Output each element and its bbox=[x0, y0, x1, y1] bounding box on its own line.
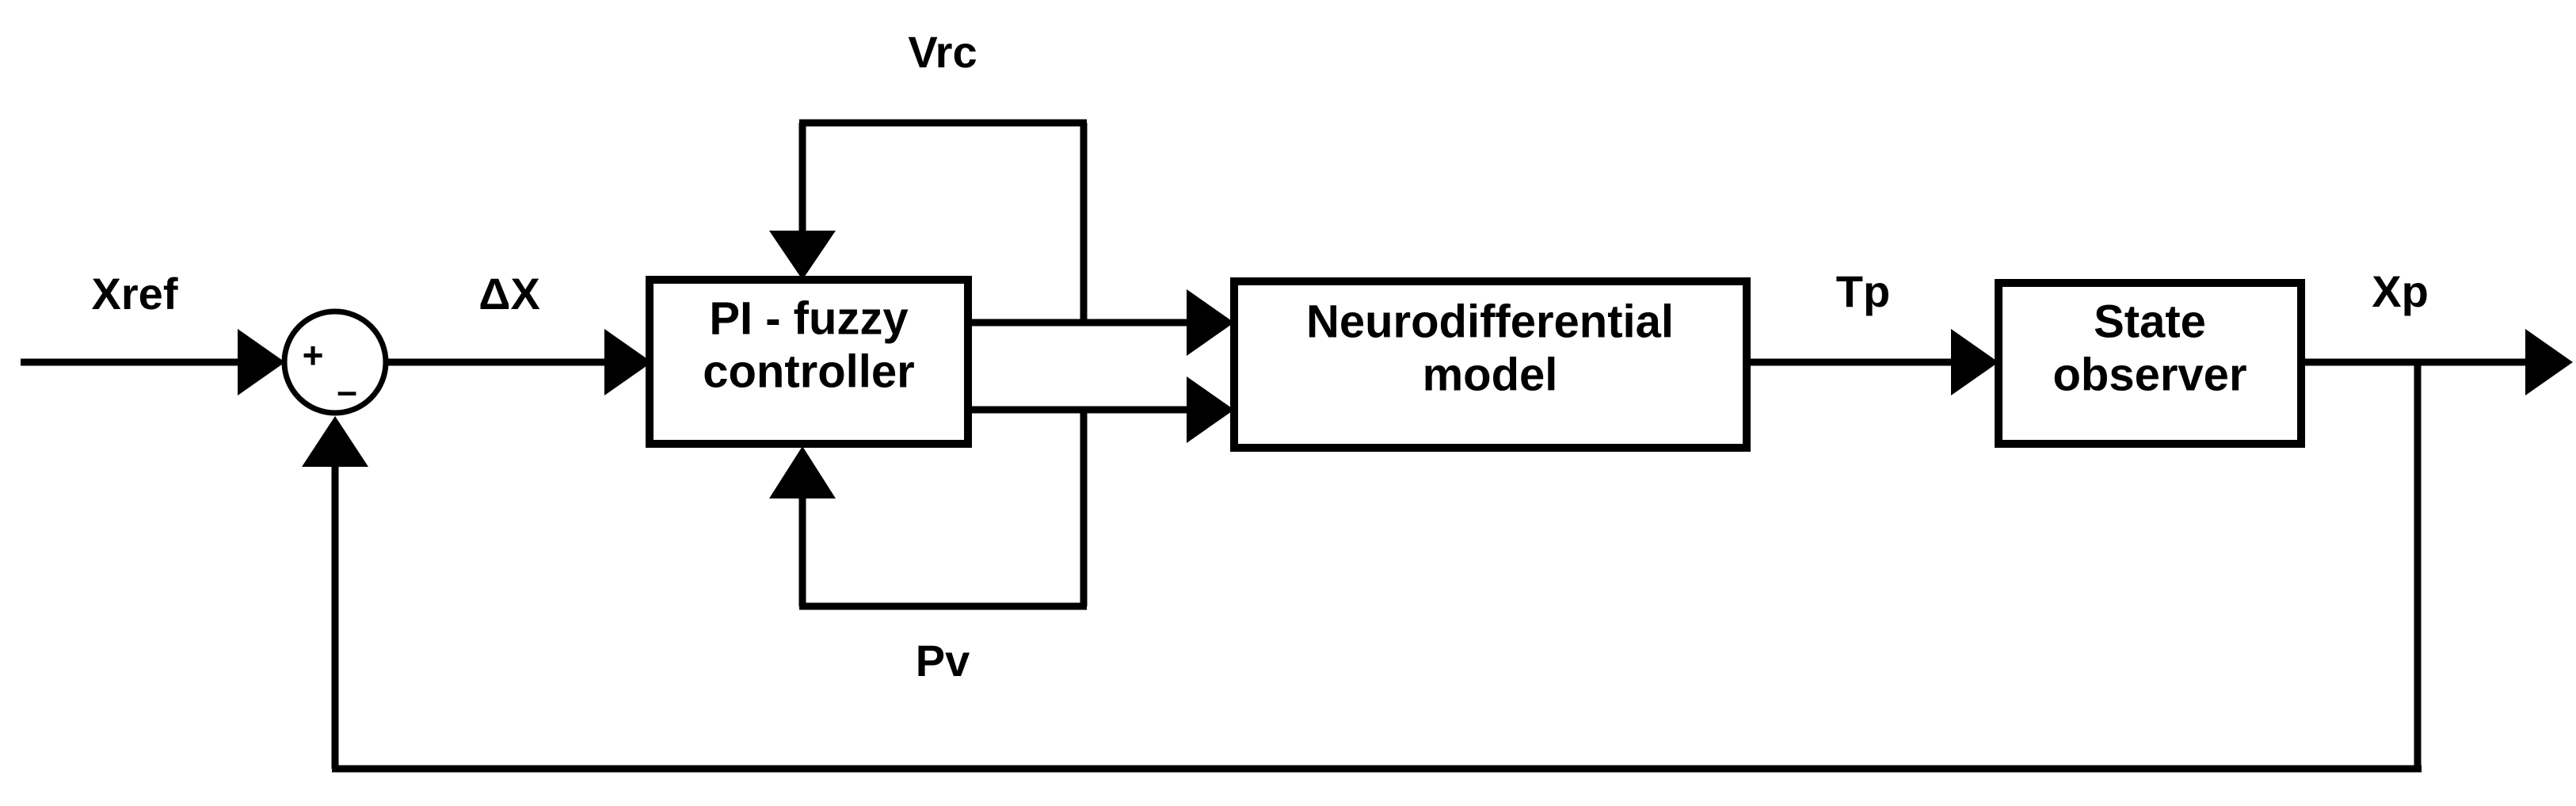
wire-pv-feedback bbox=[769, 410, 1088, 610]
arrowhead-vrc-into-controller bbox=[769, 231, 836, 280]
block-state-observer[interactable]: State observer bbox=[1995, 279, 2305, 448]
wire-controller-out-lower bbox=[968, 376, 1234, 443]
wire-vrc-feedback bbox=[769, 119, 1088, 323]
summing-junction-minus: – bbox=[337, 370, 357, 411]
wire-model-to-observer bbox=[1747, 329, 1999, 395]
arrowhead-xp-output bbox=[2525, 329, 2573, 395]
wire-observer-output bbox=[2301, 329, 2573, 395]
neurodifferential-model-label-line2: model bbox=[1423, 349, 1558, 400]
arrowhead-feedback-into-sum bbox=[302, 416, 368, 467]
pi-fuzzy-controller-label-line1: PI - fuzzy bbox=[709, 292, 908, 344]
neurodifferential-model-rect[interactable] bbox=[1230, 277, 1751, 452]
pi-fuzzy-controller-rect[interactable] bbox=[646, 276, 972, 448]
summing-junction-plus: + bbox=[303, 334, 324, 376]
wire-sum-to-controller bbox=[388, 329, 652, 395]
pi-fuzzy-controller-label-line2: controller bbox=[703, 346, 915, 397]
block-pi-fuzzy-controller[interactable]: PI - fuzzy controller bbox=[646, 276, 972, 448]
arrowhead-tp bbox=[1951, 329, 1999, 395]
block-neurodifferential-model[interactable]: Neurodifferential model bbox=[1230, 277, 1751, 452]
summing-junction[interactable]: + – bbox=[281, 308, 389, 416]
signal-label-tp: Tp bbox=[1836, 266, 1890, 316]
signal-label-pv: Pv bbox=[916, 636, 970, 686]
arrowhead-xref bbox=[238, 329, 285, 395]
neurodifferential-model-label-line1: Neurodifferential bbox=[1306, 296, 1674, 347]
wire-controller-out-upper bbox=[968, 289, 1234, 356]
state-observer-label-line1: State bbox=[2094, 296, 2206, 347]
wire-outer-feedback bbox=[302, 362, 2422, 773]
arrowhead-model-input-lower bbox=[1187, 376, 1234, 443]
signal-label-vrc: Vrc bbox=[908, 27, 977, 77]
arrowhead-model-input-upper bbox=[1187, 289, 1234, 356]
arrowhead-pv-into-controller bbox=[769, 446, 836, 498]
summing-junction-circle[interactable] bbox=[281, 308, 389, 416]
state-observer-label-line2: observer bbox=[2052, 349, 2246, 400]
wire-xref-to-sum bbox=[21, 329, 285, 395]
arrowhead-deltax bbox=[604, 329, 652, 395]
state-observer-rect[interactable] bbox=[1995, 279, 2305, 448]
signal-label-xref: Xref bbox=[92, 269, 178, 319]
signal-label-delta-x: ΔX bbox=[478, 269, 540, 319]
signal-label-xp: Xp bbox=[2372, 266, 2429, 316]
